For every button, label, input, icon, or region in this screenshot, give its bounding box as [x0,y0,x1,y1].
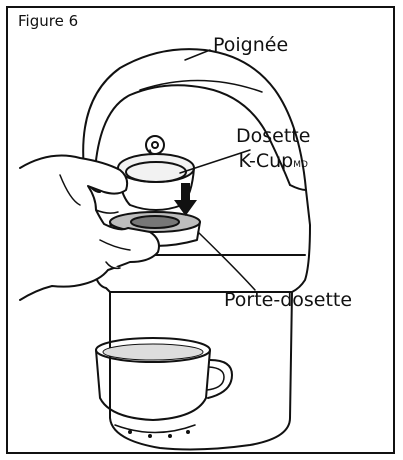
figure-title: Figure 6 [18,12,78,30]
pod-label-mark: MD [293,160,308,170]
coffee-mug [96,338,232,438]
down-arrow-icon [174,183,197,216]
pod-label: Dosette K-CupMD [236,124,310,174]
pod-label-line1: Dosette [236,124,310,149]
pod-label-line2: K-CupMD [236,149,310,174]
handle-label: Poignée [213,34,288,56]
pod-label-name: K-Cup [239,150,294,172]
callout-handle [185,50,210,60]
pod-holder-label: Porte-dosette [224,289,352,311]
callout-holder [198,232,255,290]
